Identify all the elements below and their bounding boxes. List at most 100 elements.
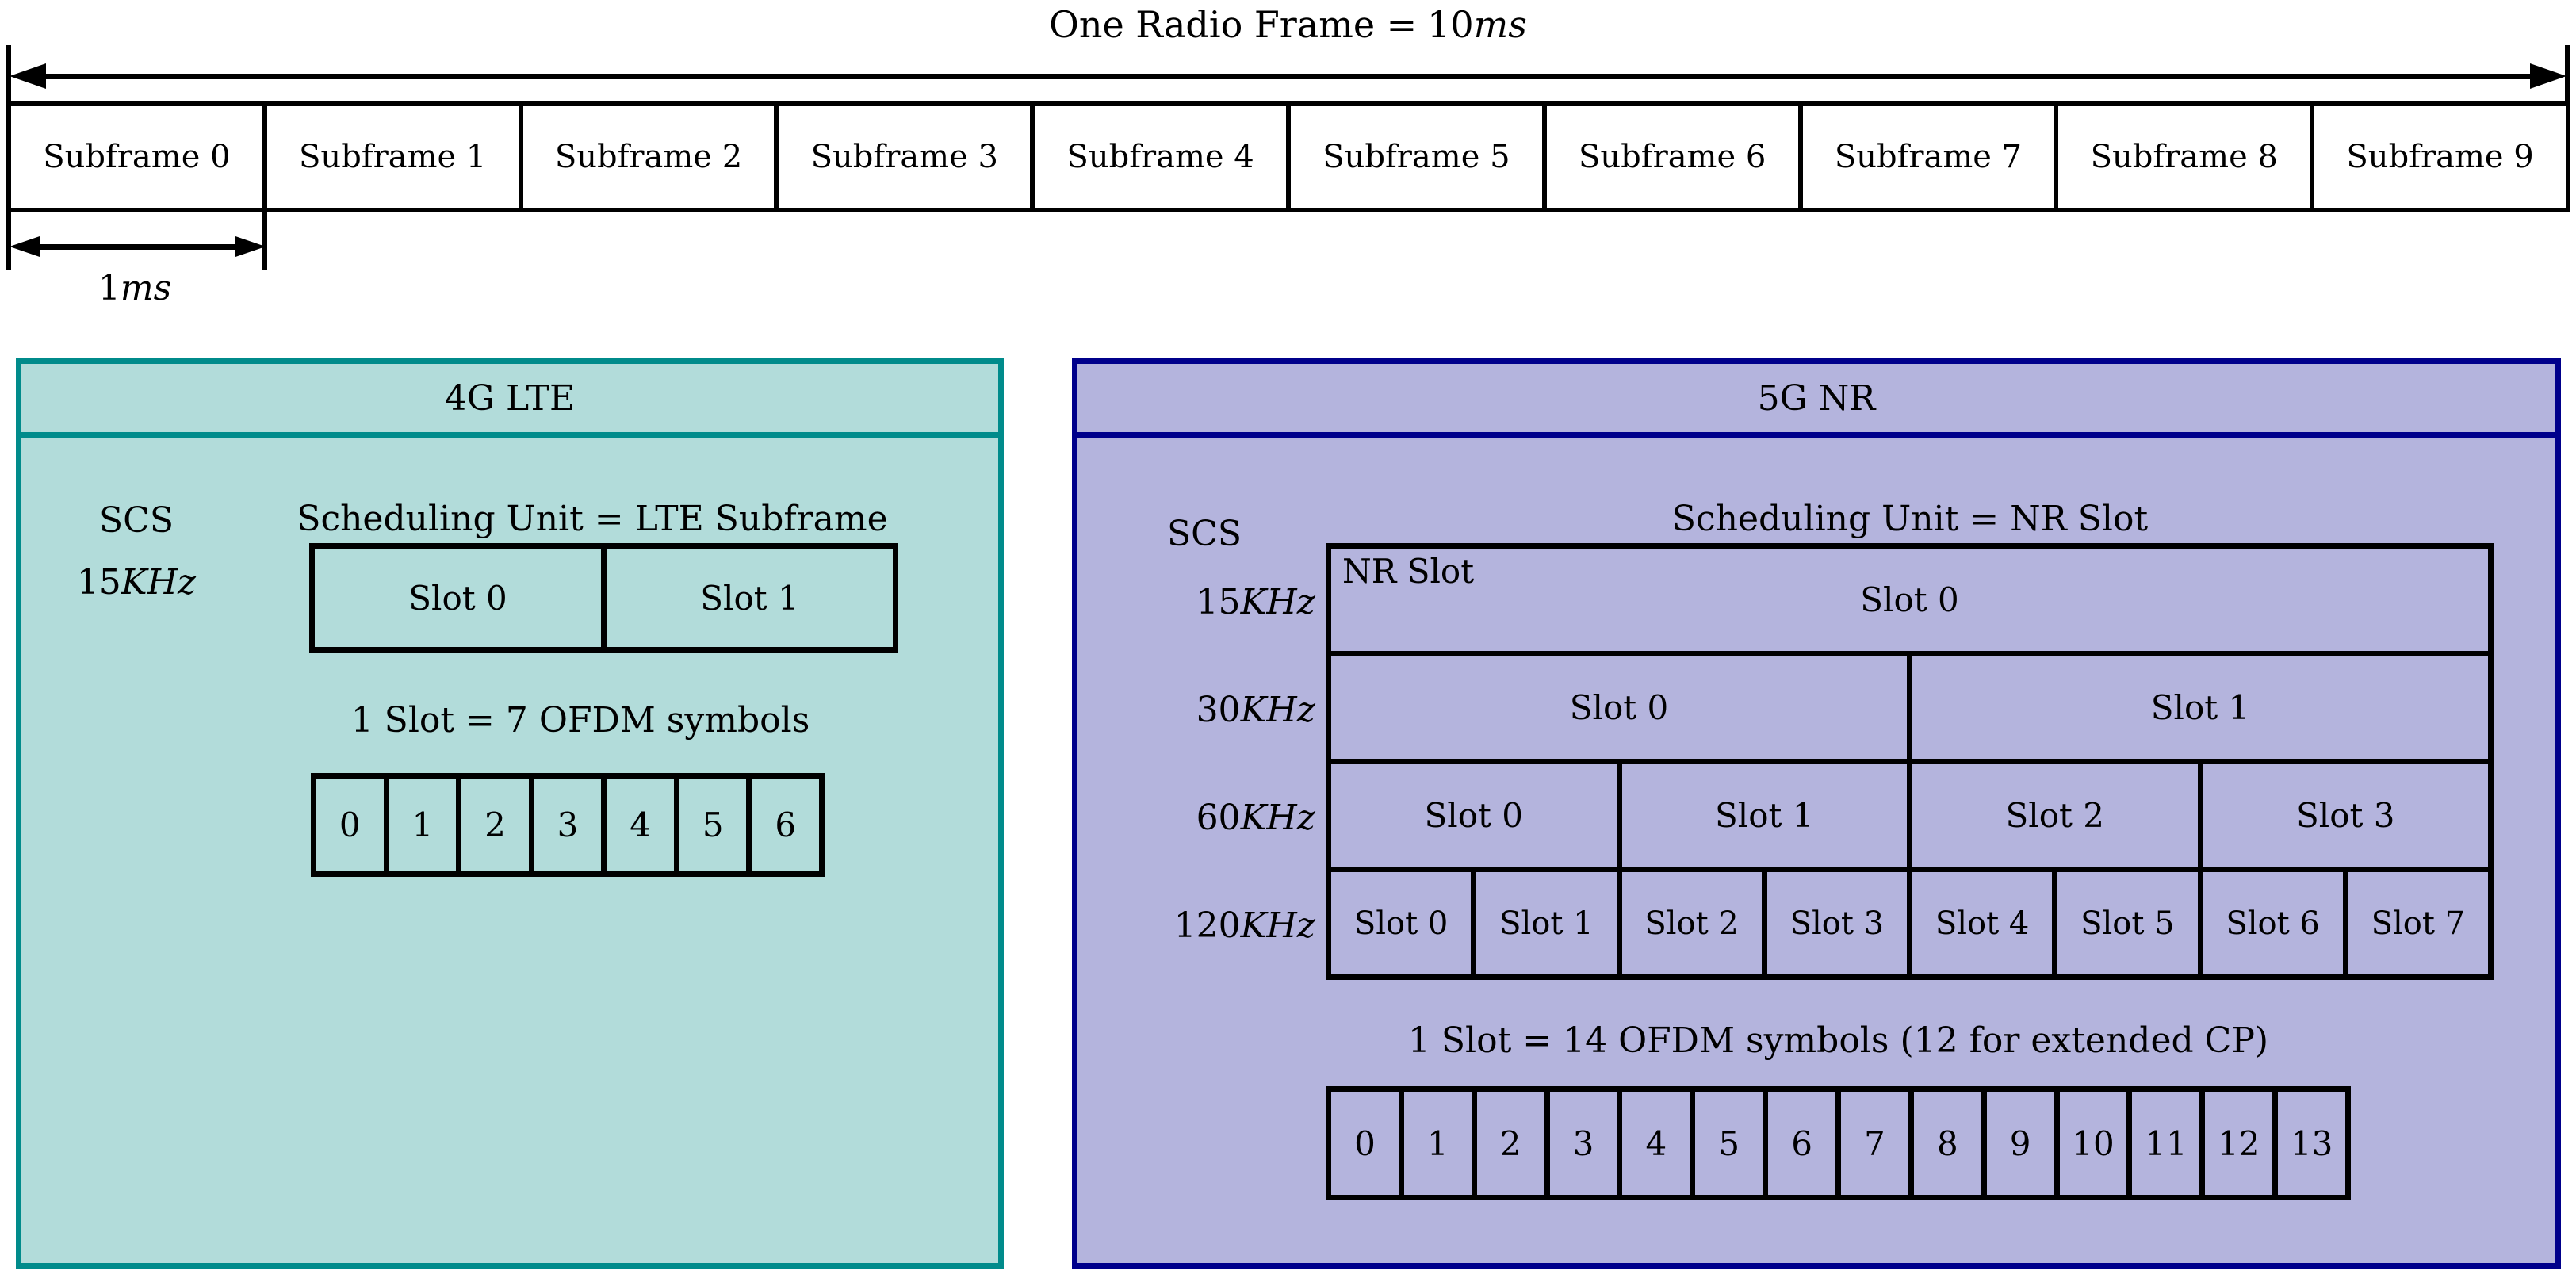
lte-scs-number: 15: [76, 562, 121, 603]
subframe-cell: Subframe 1: [262, 106, 519, 208]
nr-symbol-cell: 2: [1471, 1092, 1544, 1195]
nr-scs-unit: KHz: [1240, 905, 1315, 946]
lte-scs-unit: KHz: [121, 562, 197, 603]
lte-symbol-cell: 1: [383, 779, 457, 871]
subframe-cell: Subframe 3: [774, 106, 1030, 208]
nr-slot-cell: Slot 0: [1424, 796, 1523, 835]
nr-slot-cell: Slot 4: [1907, 872, 2052, 974]
nr-symbol-cell: 9: [1981, 1092, 2054, 1195]
nr-symbol-cell: 6: [1763, 1092, 1835, 1195]
nr-symbol-cell: 0: [1354, 1123, 1376, 1163]
lte-symbol-cell: 6: [746, 779, 819, 871]
radio-frame-title: One Radio Frame =10ms: [0, 3, 2576, 46]
nr-scs-number: 120: [1173, 905, 1241, 946]
nr-symbol-box: 0 1 2 3 4 5 6 7 8 9 10 11 12 13: [1326, 1086, 2351, 1200]
subframe-cell: Subframe 8: [2054, 106, 2310, 208]
nr-scs-row-label: 60KHz: [1109, 798, 1315, 838]
subframe-cell: Subframe 7: [1797, 106, 2054, 208]
subframe-duration-number: 1: [98, 268, 121, 308]
nr-scs-number: 15: [1196, 582, 1241, 622]
measure-bar-right: [2565, 45, 2570, 107]
nr-scs-unit: KHz: [1240, 690, 1315, 730]
measure-bar-left: [6, 45, 11, 107]
nr-slot-cell: Slot 3: [2197, 764, 2489, 867]
nr-slot-cell: Slot 5: [2052, 872, 2197, 974]
subframe-span-arrow: [10, 235, 266, 258]
subframe-duration-label: 1ms: [32, 268, 238, 308]
lte-scs-value: 15KHz: [53, 562, 220, 603]
nr-symbol-cell: 3: [1544, 1092, 1617, 1195]
nr-symbol-cell: 13: [2272, 1092, 2345, 1195]
subframe-cell: Subframe 2: [518, 106, 775, 208]
nr-slot-cell: Slot 6: [2197, 872, 2343, 974]
nr-symbol-cell: 12: [2199, 1092, 2272, 1195]
nr-slot-cell: Slot 1: [1471, 872, 1616, 974]
nr-slot-cell: Slot 1: [1616, 764, 1908, 867]
lte-panel-title: 4G LTE: [444, 377, 576, 419]
radio-frame-title-text: One Radio Frame =: [1049, 3, 1418, 46]
lte-symbol-cell: 3: [528, 779, 602, 871]
nr-panel-header: 5G NR: [1077, 364, 2555, 438]
nr-slot-row-30khz: Slot 0 Slot 1: [1326, 651, 2494, 764]
lte-panel: 4G LTE SCS 15KHz Scheduling Unit = LTE S…: [16, 358, 1004, 1269]
nr-panel: 5G NR SCS Scheduling Unit = NR Slot 15KH…: [1072, 358, 2561, 1269]
lte-slot-cell: Slot 0: [408, 578, 507, 618]
nr-slot-caption: NR Slot: [1342, 552, 1475, 591]
arrow-head-right-icon: [2530, 63, 2566, 89]
lte-slot-box: Slot 0 Slot 1: [309, 543, 898, 653]
lte-symbol-cell: 0: [339, 806, 361, 844]
subframe-cell: Subframe 6: [1541, 106, 1798, 208]
nr-symbol-cell: 1: [1398, 1092, 1472, 1195]
nr-symbol-cell: 8: [1908, 1092, 1981, 1195]
nr-symbols-title: 1 Slot = 14 OFDM symbols (12 for extende…: [1407, 1020, 2269, 1061]
subframe-row: Subframe 0 Subframe 1 Subframe 2 Subfram…: [6, 101, 2570, 212]
lte-symbol-cell: 5: [673, 779, 747, 871]
nr-scs-row-label: 120KHz: [1109, 905, 1315, 946]
nr-scheduling-title: Scheduling Unit = NR Slot: [1671, 499, 2149, 539]
nr-slot-row-120khz: Slot 0 Slot 1 Slot 2 Slot 3 Slot 4 Slot …: [1326, 867, 2494, 980]
nr-slot-cell: Slot 7: [2342, 872, 2488, 974]
subframe-cell: Subframe 9: [2310, 106, 2566, 208]
nr-symbol-cell: 4: [1617, 1092, 1690, 1195]
nr-slot-cell: Slot 2: [1616, 872, 1762, 974]
arrow-head-right-icon: [235, 236, 266, 257]
arrow-head-left-icon: [10, 236, 40, 257]
arrow-shaft: [46, 73, 2530, 79]
lte-panel-header: 4G LTE: [21, 364, 998, 438]
nr-symbol-cell: 11: [2126, 1092, 2199, 1195]
arrow-shaft: [40, 243, 235, 250]
lte-scs-label: SCS: [99, 500, 174, 541]
subframe-duration-unit: ms: [120, 268, 172, 308]
lte-scheduling-title: Scheduling Unit = LTE Subframe: [297, 499, 888, 539]
arrow-head-left-icon: [10, 63, 46, 89]
nr-symbol-cell: 10: [2054, 1092, 2127, 1195]
subframe-cell: Subframe 0: [43, 139, 231, 175]
lte-symbol-box: 0 1 2 3 4 5 6: [311, 773, 825, 877]
nr-symbol-cell: 5: [1690, 1092, 1763, 1195]
nr-slot-cell-label: Slot 0: [1860, 580, 1959, 619]
nr-panel-title: 5G NR: [1757, 377, 1876, 419]
radio-frame-span-arrow: [10, 63, 2566, 90]
nr-scs-row-label: 30KHz: [1109, 690, 1315, 730]
nr-scs-unit: KHz: [1240, 582, 1315, 622]
nr-scs-number: 60: [1196, 798, 1241, 838]
radio-frame-duration-number: 10: [1427, 3, 1474, 46]
nr-slot-row-60khz: Slot 0 Slot 1 Slot 2 Slot 3: [1326, 759, 2494, 872]
subframe-measure-bar-left: [6, 212, 11, 270]
nr-scs-unit: KHz: [1240, 798, 1315, 838]
nr-slot-cell: Slot 0: [1353, 905, 1449, 942]
nr-slot-cell: Slot 3: [1761, 872, 1907, 974]
nr-symbol-cell: 7: [1835, 1092, 1908, 1195]
lte-slot-cell: Slot 1: [601, 549, 893, 647]
subframe-cell: Subframe 5: [1285, 106, 1542, 208]
lte-symbols-title: 1 Slot = 7 OFDM symbols: [350, 700, 810, 741]
radio-frame-duration-unit: ms: [1473, 3, 1527, 46]
lte-symbol-cell: 2: [456, 779, 529, 871]
nr-scs-number: 30: [1196, 690, 1241, 730]
nr-slot-cell: Slot 0: [1569, 688, 1669, 727]
nr-scs-row-label: 15KHz: [1109, 582, 1315, 622]
nr-slot-row-15khz: NR Slot Slot 0: [1326, 543, 2494, 656]
nr-slot-cell: Slot 1: [1907, 656, 2488, 759]
lte-symbol-cell: 4: [601, 779, 674, 871]
